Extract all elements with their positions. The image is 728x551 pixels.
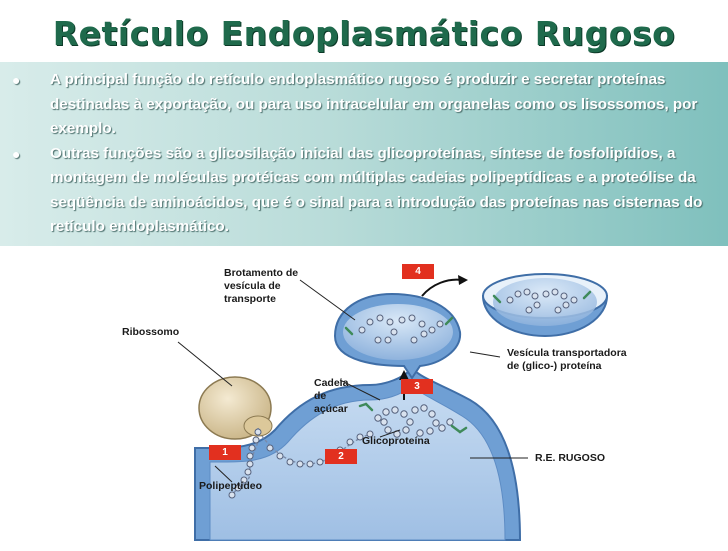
bullet-text: Outras funções são a glicosilação inicia…: [50, 144, 703, 236]
label-polipeptideo: Polipeptídeo: [199, 480, 262, 492]
step-badge-3: 3: [401, 379, 433, 394]
label-line: transporte: [224, 293, 276, 305]
budding-vesicle: [333, 292, 462, 380]
label-line: vesícula de: [224, 280, 281, 292]
step-badge-1: 1: [209, 445, 241, 460]
label-line: Cadeia: [314, 377, 349, 389]
label-brotamento: Brotamento de vesícula de transporte: [224, 267, 298, 306]
bullet-item: ● Outras funções são a glicosilação inic…: [12, 142, 714, 240]
label-rer: R.E. RUGOSO: [535, 452, 606, 464]
label-line: Vesícula transportadora: [507, 347, 627, 359]
er-membrane: [194, 366, 522, 541]
transport-vesicle: [481, 273, 609, 337]
leader-lines: [177, 279, 528, 483]
step-badge-2: 2: [325, 449, 357, 464]
step-badge-4: 4: [402, 264, 434, 279]
rer-diagram: Brotamento de vesícula de transporte Rib…: [0, 250, 728, 546]
bullet-dot-icon: ●: [12, 145, 21, 162]
label-line: Brotamento de: [224, 267, 299, 279]
slide-title: Retículo Endoplasmático Rugoso: [52, 14, 676, 53]
vesicle-sugar-icon: [344, 316, 454, 336]
bullet-item: ● A principal função do retículo endopla…: [12, 68, 714, 142]
label-line: de (glico-) proteína: [507, 360, 602, 372]
bullet-dot-icon: ●: [12, 72, 21, 88]
arrowhead-icon: [399, 275, 468, 380]
label-line: de: [314, 390, 327, 402]
transport-sugar-icon: [492, 290, 592, 304]
transport-coil: [506, 288, 578, 314]
bullet-text: A principal função do retículo endoplasm…: [50, 71, 698, 137]
rer-illustration: [177, 273, 609, 541]
label-cadeia: Cadeia de açúcar: [314, 377, 348, 416]
label-ribossomo: Ribossomo: [122, 326, 180, 338]
bullet-panel: ● A principal função do retículo endopla…: [0, 62, 728, 246]
sugar-chain-icon: [358, 402, 468, 434]
vesicle-coil: [358, 314, 444, 344]
label-line: açúcar: [314, 403, 348, 415]
polypeptide-beads: [228, 428, 374, 499]
label-vesicula: Vesícula transportadora de (glico-) prot…: [507, 347, 627, 373]
label-glicoproteina: Glicoproteína: [362, 435, 430, 447]
glycoprotein-coil: [374, 404, 454, 438]
ribosome-icon: [198, 376, 273, 440]
